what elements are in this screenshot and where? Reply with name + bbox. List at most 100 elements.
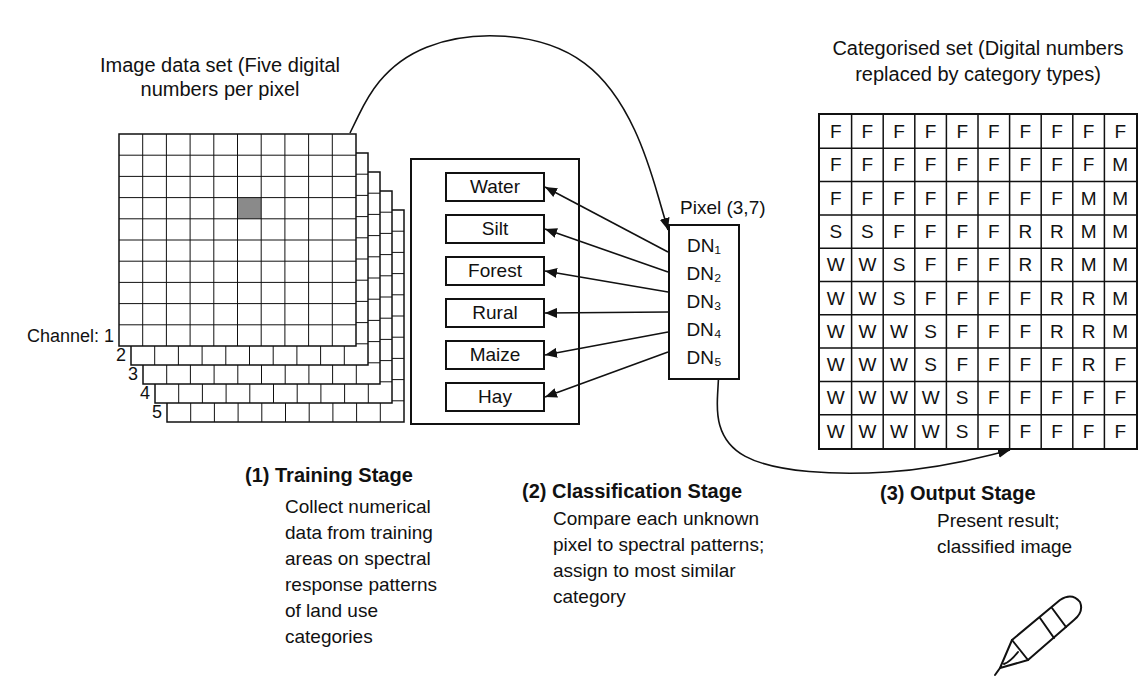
grid-cell: F — [1104, 381, 1136, 414]
grid-cell: F — [946, 182, 978, 215]
grid-line — [119, 261, 356, 262]
arrow-connector — [545, 187, 668, 252]
grid-cell: F — [915, 248, 947, 281]
grid-cell: M — [1104, 148, 1136, 181]
grid-cell: S — [946, 381, 978, 414]
grid-cell: W — [883, 415, 915, 448]
channel-stack — [118, 133, 405, 423]
grid-cell: F — [1041, 115, 1073, 148]
grid-cell: F — [852, 115, 884, 148]
pen-band — [1040, 618, 1054, 638]
grid-cell: F — [915, 182, 947, 215]
arrow-connector — [545, 271, 668, 292]
grid-cell: M — [1073, 248, 1105, 281]
pen-stroke — [1004, 652, 1018, 664]
grid-cell: F — [883, 148, 915, 181]
grid-line — [820, 281, 1136, 283]
channel-label: Channel: 1 — [0, 327, 114, 345]
stage-title: (2) Classification Stage — [522, 478, 742, 504]
grid-cell: F — [978, 182, 1010, 215]
grid-cell: F — [1010, 282, 1042, 315]
grid-cell: W — [852, 381, 884, 414]
grid-cell: F — [978, 248, 1010, 281]
grid-cell: M — [1073, 215, 1105, 248]
grid-cell: W — [820, 282, 852, 315]
stage-text: Compare each unknown pixel to spectral p… — [553, 506, 775, 610]
grid-cell: F — [883, 215, 915, 248]
grid-line — [119, 197, 356, 198]
grid-cell: W — [820, 248, 852, 281]
grid-cell: F — [915, 148, 947, 181]
grid-cell: F — [915, 115, 947, 148]
grid-cell: F — [820, 182, 852, 215]
grid-line — [119, 176, 356, 177]
arrow-connector — [545, 229, 668, 272]
grid-cell: F — [978, 348, 1010, 381]
grid-cell: F — [852, 148, 884, 181]
grid-cell: M — [1104, 248, 1136, 281]
grid-cell: S — [883, 248, 915, 281]
grid-cell: F — [1010, 182, 1042, 215]
heading: Categorised set (Digital numbers replace… — [818, 35, 1138, 87]
dn-value: DN₁ — [670, 232, 738, 260]
grid-cell: R — [1073, 282, 1105, 315]
arrow-connector — [717, 380, 1010, 473]
grid-cell: F — [1041, 148, 1073, 181]
grid-cell: F — [946, 248, 978, 281]
channel-label: 5 — [32, 403, 162, 421]
grid-cell: F — [1010, 415, 1042, 448]
category-panel: (1) Training StageCollect numerical data… — [410, 158, 580, 425]
grid-cell: F — [852, 182, 884, 215]
grid-line — [820, 381, 1136, 383]
grid-cell: F — [1010, 315, 1042, 348]
grid-cell: W — [852, 415, 884, 448]
category-box: Rural — [445, 298, 545, 328]
grid-cell: W — [852, 248, 884, 281]
category-label: Maize — [470, 342, 521, 368]
grid-cell: R — [1041, 215, 1073, 248]
grid-cell: R — [1073, 348, 1105, 381]
grid-cell: W — [820, 381, 852, 414]
grid-cell: F — [946, 315, 978, 348]
grid-cell: F — [1041, 348, 1073, 381]
selected-pixel — [238, 198, 262, 219]
grid-line — [820, 314, 1136, 316]
grid-cell: F — [1073, 115, 1105, 148]
grid-cell: W — [883, 348, 915, 381]
channel-label: 3 — [8, 365, 138, 383]
category-label: Water — [470, 174, 520, 200]
grid-cell: R — [1010, 248, 1042, 281]
grid-line — [119, 303, 356, 304]
grid-cell: W — [915, 415, 947, 448]
grid-cell: W — [852, 348, 884, 381]
grid-cell: R — [1041, 282, 1073, 315]
grid-cell: F — [1010, 148, 1042, 181]
grid-cell: M — [1104, 282, 1136, 315]
grid-cell: R — [1041, 315, 1073, 348]
grid-cell: F — [1010, 381, 1042, 414]
category-box: Hay — [445, 382, 545, 412]
grid-cell: F — [1104, 415, 1136, 448]
stage-text: Present result; classified image — [937, 508, 1107, 560]
grid-cell: M — [1104, 182, 1136, 215]
grid-cell: W — [883, 315, 915, 348]
grid-cell: F — [915, 215, 947, 248]
category-box: Water — [445, 172, 545, 202]
grid-cell: F — [883, 182, 915, 215]
grid-line — [119, 218, 356, 219]
grid-line — [119, 324, 356, 325]
pixel-heading: Pixel (3,7) — [680, 196, 766, 220]
hand-sketch — [995, 596, 1081, 675]
channel-label: 2 — [0, 346, 126, 364]
pen-band — [1052, 608, 1066, 627]
arrow-connector — [545, 332, 668, 355]
grid-line — [820, 347, 1136, 349]
category-box: Silt — [445, 214, 545, 244]
grid-cell: F — [820, 115, 852, 148]
grid-cell: S — [915, 315, 947, 348]
grid-cell: F — [978, 415, 1010, 448]
arrow-connector — [545, 352, 668, 397]
arrow-connector — [545, 312, 668, 313]
grid-cell: F — [1073, 415, 1105, 448]
